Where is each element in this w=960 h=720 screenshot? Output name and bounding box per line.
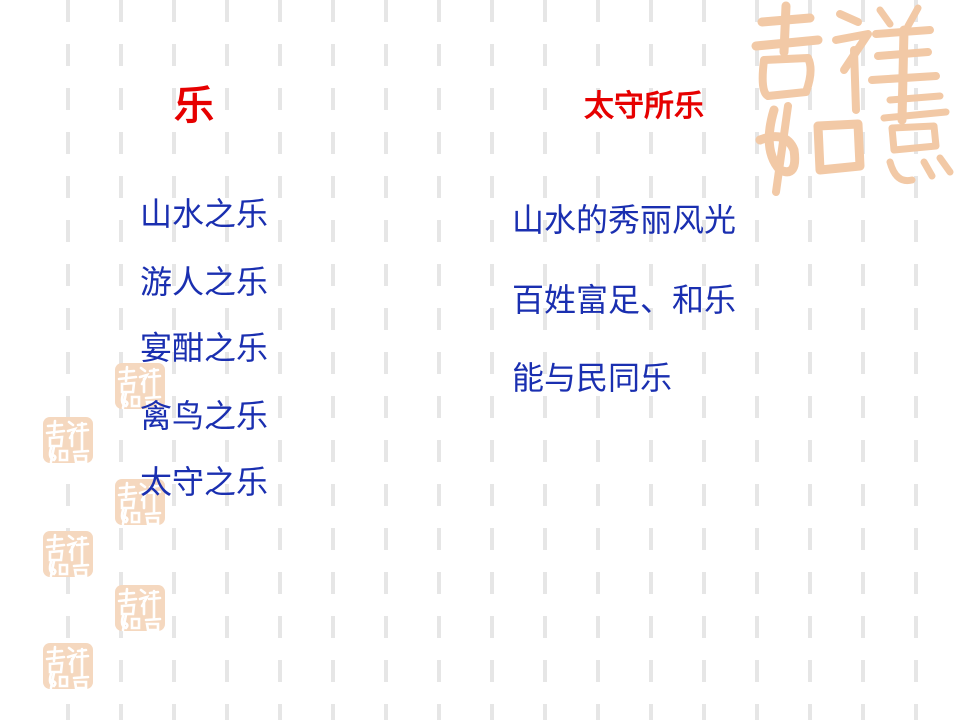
left-item-mountain-water: 山水之乐 bbox=[140, 195, 269, 233]
jixiang-ruyi-stamp-icon bbox=[115, 585, 165, 632]
right-item-prosperity: 百姓富足、和乐 bbox=[512, 281, 737, 319]
jixiang-ruyi-stamp-icon bbox=[115, 363, 165, 410]
jixiang-ruyi-seal-icon bbox=[751, 1, 954, 196]
right-item-scenery: 山水的秀丽风光 bbox=[512, 201, 737, 239]
jixiang-ruyi-stamp-icon bbox=[43, 417, 93, 464]
left-title: 乐 bbox=[174, 83, 214, 129]
jixiang-ruyi-stamp-icon bbox=[115, 479, 165, 526]
jixiang-ruyi-stamp-icon bbox=[43, 531, 93, 578]
left-item-visitors: 游人之乐 bbox=[140, 263, 269, 301]
left-item-banquet: 宴酣之乐 bbox=[140, 329, 269, 367]
right-title: 太守所乐 bbox=[584, 89, 704, 124]
left-item-governor: 太守之乐 bbox=[140, 463, 269, 501]
right-item-share-joy: 能与民同乐 bbox=[512, 359, 673, 397]
jixiang-ruyi-stamp-icon bbox=[43, 643, 93, 690]
left-item-birds: 禽鸟之乐 bbox=[140, 397, 269, 435]
